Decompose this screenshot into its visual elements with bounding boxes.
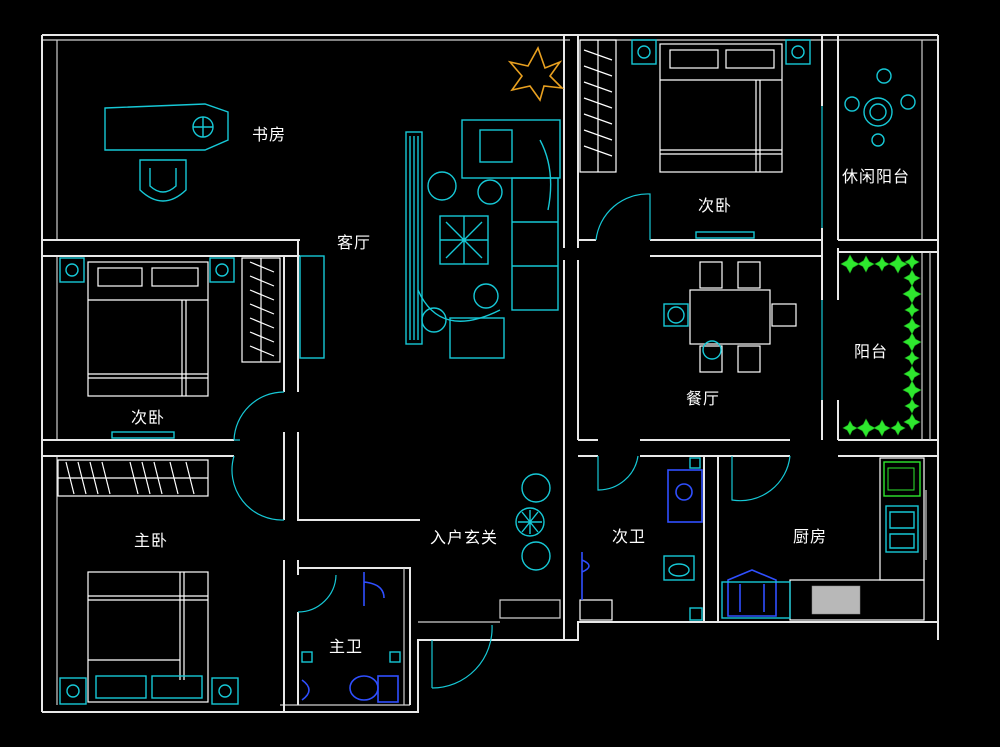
room-label-living: 客厅 <box>337 233 372 252</box>
wardrobe-icon-top <box>579 39 617 173</box>
plant-leaf <box>840 254 860 274</box>
plant-leaf <box>857 255 875 273</box>
room-label-study: 书房 <box>252 125 287 144</box>
plant-leaf <box>842 420 858 436</box>
ornament-plant-icon <box>507 46 565 102</box>
toilet-icon-second-bath <box>579 457 703 621</box>
desk-icon <box>104 103 229 202</box>
bed-icon-master <box>59 571 239 705</box>
room-label-leisure-balcony: 休闲阳台 <box>842 167 911 186</box>
plant-icon <box>840 254 922 438</box>
room-label-second-bedroom-top: 次卧 <box>698 196 733 215</box>
room-label-master-bedroom: 主卧 <box>134 531 169 550</box>
side-table-chairs-icon <box>515 473 551 571</box>
plant-leaf <box>904 350 920 366</box>
room-label-second-bedroom-left: 次卧 <box>131 408 166 427</box>
bed-icon-top <box>631 39 811 239</box>
room-label-entry-foyer: 入户玄关 <box>430 528 499 547</box>
room-label-dining: 餐厅 <box>686 389 721 408</box>
plant-leaf <box>903 413 921 431</box>
room-label-balcony: 阳台 <box>854 342 889 361</box>
toilet-icon-master <box>301 572 401 703</box>
plant-leaf <box>873 419 891 437</box>
wardrobe-icon-left <box>241 257 281 363</box>
bed-icon-left <box>59 257 235 439</box>
wardrobe-icon-master <box>57 459 209 497</box>
plant-leaf <box>888 254 908 274</box>
dining-table-icon <box>663 261 797 373</box>
plant-leaf <box>904 398 920 414</box>
room-label-second-bathroom: 次卫 <box>612 527 647 546</box>
plant-leaf <box>904 254 920 270</box>
room-label-kitchen: 厨房 <box>793 527 828 546</box>
plant-leaf <box>874 256 890 272</box>
plant-leaf <box>856 418 876 438</box>
plant-leaf <box>904 302 920 318</box>
door-swings <box>231 106 823 689</box>
table-chairs-icon-balcony <box>844 68 916 147</box>
room-label-master-bathroom: 主卫 <box>329 637 364 656</box>
kitchen-fixtures <box>721 457 925 621</box>
plant-leaf <box>890 420 906 436</box>
sofa-icon <box>299 119 561 359</box>
